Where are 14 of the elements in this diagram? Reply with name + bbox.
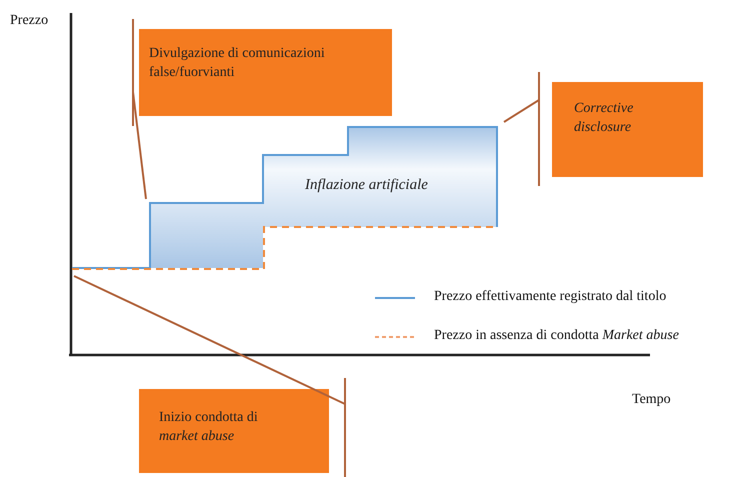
- axis-label: Tempo: [632, 392, 671, 408]
- leader-line: [74, 275, 346, 405]
- leader-line: [132, 92, 147, 200]
- legend-text: Prezzo in assenza di condotta Market abuse: [434, 328, 679, 344]
- callout-text: Divulgazione di comunicazioni false/fuorvianti: [149, 45, 326, 82]
- callout-text: Corrective disclosure: [574, 100, 634, 137]
- callout-box: [139, 389, 329, 473]
- callout-box: [139, 29, 392, 116]
- leader-line: [503, 99, 540, 123]
- callout-box: [552, 82, 703, 177]
- area-label: Inflazione artificiale: [305, 177, 428, 194]
- legend-text: Prezzo effettivamente registrato dal titolo: [434, 289, 666, 305]
- callout-text: Inizio condotta di market abuse: [159, 409, 259, 446]
- axis-label: Prezzo: [10, 13, 48, 29]
